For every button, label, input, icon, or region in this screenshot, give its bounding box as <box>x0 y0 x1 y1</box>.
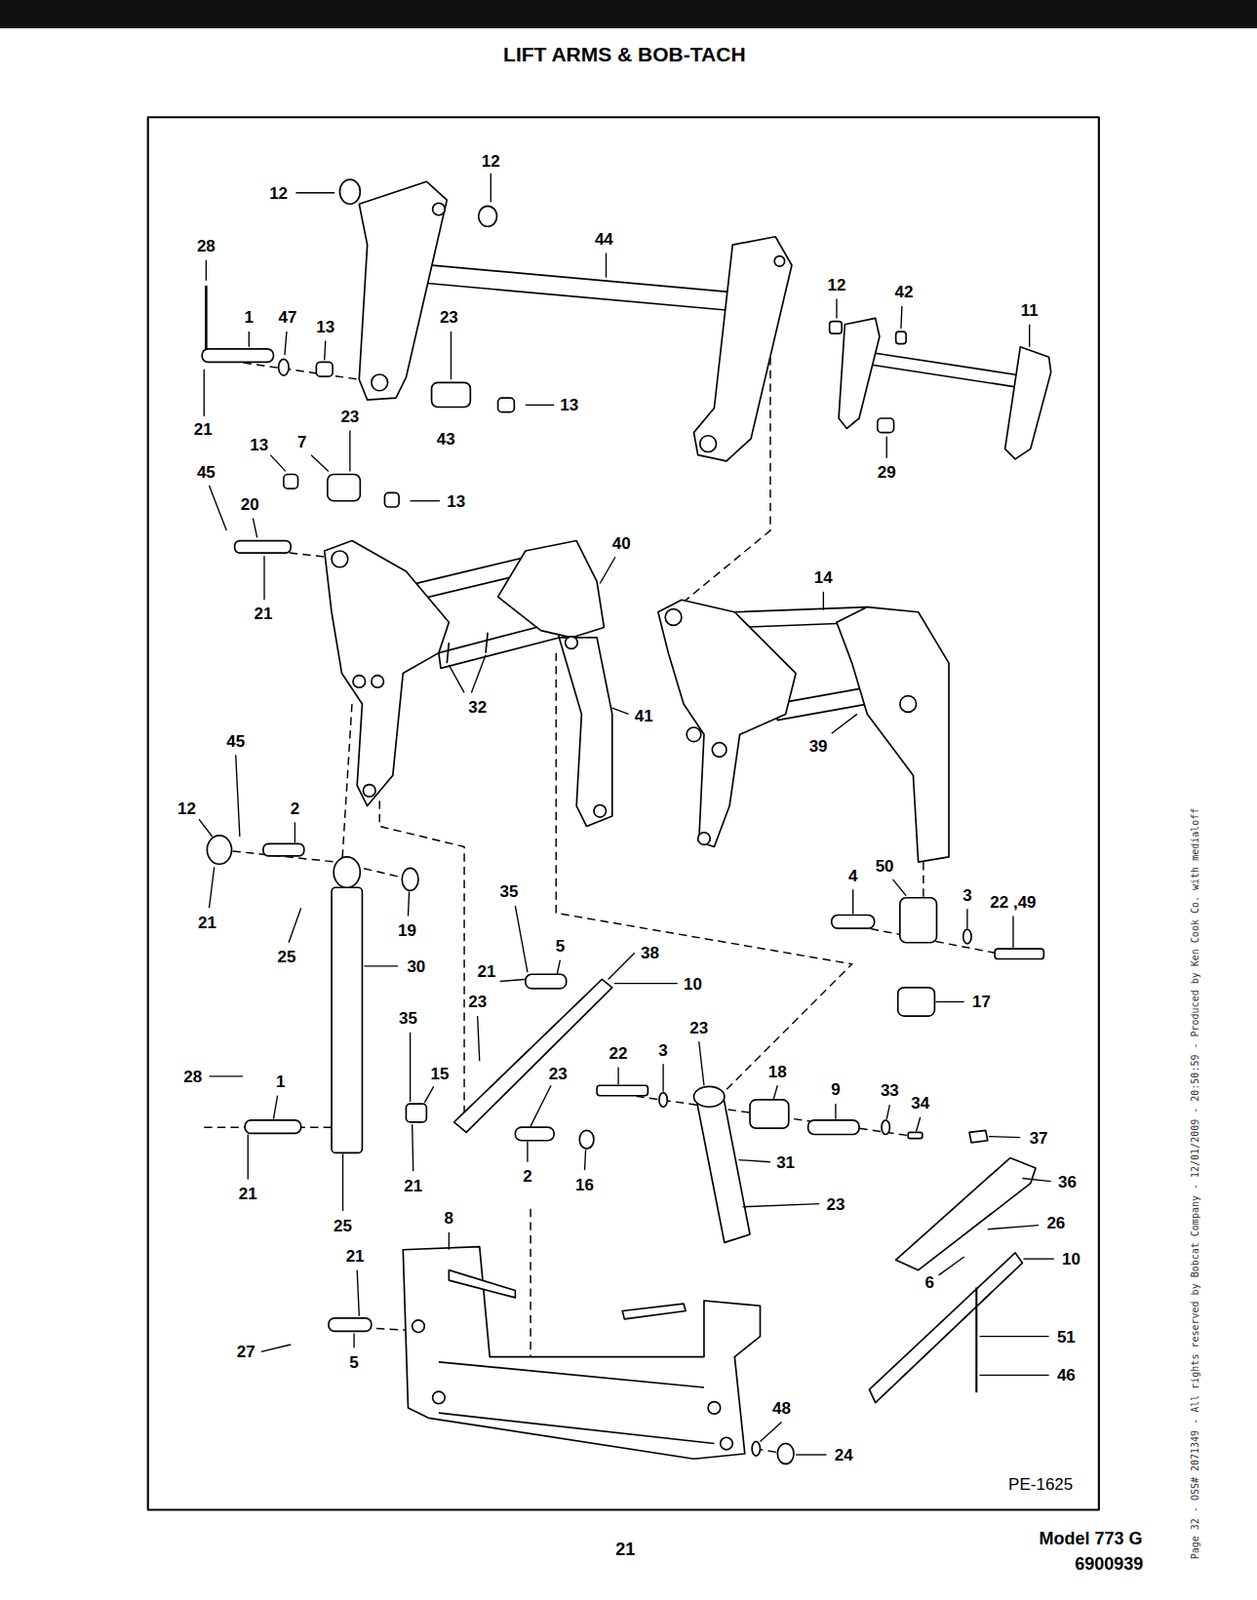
callout-number: 4 <box>848 866 858 884</box>
callout-number: 31 <box>776 1153 795 1171</box>
callout-number: 30 <box>406 957 426 975</box>
callout-number: 14 <box>814 569 833 587</box>
callout-number: 25 <box>277 948 297 966</box>
callout-number: 43 <box>436 430 456 447</box>
callout-number: 34 <box>910 1095 930 1112</box>
callout-number: 37 <box>1029 1129 1049 1146</box>
callout-number: 48 <box>772 1399 791 1416</box>
callout-number: 33 <box>880 1082 900 1100</box>
callout-number: 36 <box>1058 1173 1077 1190</box>
callout-number: 21 <box>253 604 273 622</box>
callout-number: 8 <box>444 1210 454 1227</box>
callout-number: 7 <box>297 433 307 451</box>
callout-number: 2 <box>290 799 300 817</box>
callout-number: 13 <box>446 492 466 510</box>
callout-number: 32 <box>468 699 487 716</box>
callout-number: 25 <box>333 1217 353 1234</box>
callout-number: 23 <box>549 1064 568 1082</box>
callout-number: 10 <box>683 975 703 992</box>
callout-number: 23 <box>825 1195 845 1213</box>
callout-number: 23 <box>439 309 459 326</box>
callout-number: 5 <box>349 1353 358 1371</box>
callout-number: 23 <box>468 993 487 1011</box>
callout-number: 3 <box>658 1041 668 1059</box>
callout-number: 11 <box>1021 302 1039 319</box>
callout-number: 1 <box>275 1073 285 1091</box>
callout-number: 12 <box>481 153 501 170</box>
callout-number: 21 <box>346 1247 365 1264</box>
callout-number: 51 <box>1057 1328 1076 1345</box>
callout-number: 50 <box>875 858 895 875</box>
callout-number: 29 <box>877 464 897 481</box>
callout-number: 12 <box>826 275 846 293</box>
callout-number: 17 <box>972 993 991 1011</box>
frame <box>148 117 1100 1510</box>
callout-number: 23 <box>689 1019 708 1036</box>
callout-number: 9 <box>830 1081 840 1099</box>
page-info: 6900939 <box>1074 1555 1143 1573</box>
callout-number: 45 <box>226 732 245 749</box>
top-bar <box>0 0 1257 29</box>
callout-number: 42 <box>895 283 914 301</box>
callout-number: 22 ,49 <box>989 893 1036 910</box>
callout-number: 21 <box>238 1185 258 1203</box>
callout-number: 13 <box>315 317 335 335</box>
callout-number: 21 <box>403 1177 423 1194</box>
callout-number: 38 <box>640 944 660 962</box>
callout-number: 47 <box>278 309 298 326</box>
callout-number: 13 <box>249 436 269 454</box>
watermark: Page 32 - OSS# 2071349 - All rights rese… <box>1190 807 1201 1560</box>
callout-number: 22 <box>609 1044 629 1061</box>
callout-number: 12 <box>269 184 288 201</box>
callout-number: 20 <box>240 495 260 512</box>
callout-number: 5 <box>555 937 565 954</box>
callout-number: 15 <box>430 1064 449 1082</box>
callout-number: 44 <box>594 230 614 247</box>
callout-number: 39 <box>809 737 828 754</box>
callout-number: 2 <box>522 1168 532 1185</box>
callout-number: 19 <box>397 922 417 940</box>
callout-number: 27 <box>236 1343 256 1361</box>
page-info: 21 <box>615 1540 635 1559</box>
callout-number: 41 <box>634 707 654 725</box>
callout-number: 35 <box>398 1010 418 1027</box>
callout-number: 35 <box>500 883 519 901</box>
parts <box>201 179 1052 1464</box>
callout-number: 23 <box>340 407 359 425</box>
page-info: Model 773 G <box>1038 1530 1142 1548</box>
callout-number: 28 <box>196 237 216 255</box>
callout-number: 10 <box>1061 1251 1081 1268</box>
callout-number: 45 <box>196 464 216 481</box>
callout-number: 21 <box>197 913 217 931</box>
page-title: LIFT ARMS & BOB-TACH <box>503 42 746 67</box>
callout-number: 26 <box>1046 1215 1065 1232</box>
callout-number: 3 <box>962 886 972 904</box>
callout-number: 28 <box>183 1067 202 1085</box>
callout-number: 13 <box>559 396 579 414</box>
callout-number: 6 <box>924 1274 934 1292</box>
callout-number: 12 <box>177 799 197 817</box>
callout-number: 24 <box>834 1446 854 1463</box>
callout-number: 46 <box>1057 1367 1076 1384</box>
callout-number: 21 <box>477 963 497 981</box>
page-info: PE-1625 <box>1008 1476 1073 1493</box>
callout-number: 18 <box>768 1062 787 1080</box>
callout-number: 21 <box>194 421 213 438</box>
callout-number: 16 <box>575 1176 594 1193</box>
leader-lines <box>198 173 1055 1455</box>
assembly-lines <box>203 290 1000 1454</box>
callout-number: 1 <box>244 309 254 326</box>
callout-number: 40 <box>612 534 631 551</box>
